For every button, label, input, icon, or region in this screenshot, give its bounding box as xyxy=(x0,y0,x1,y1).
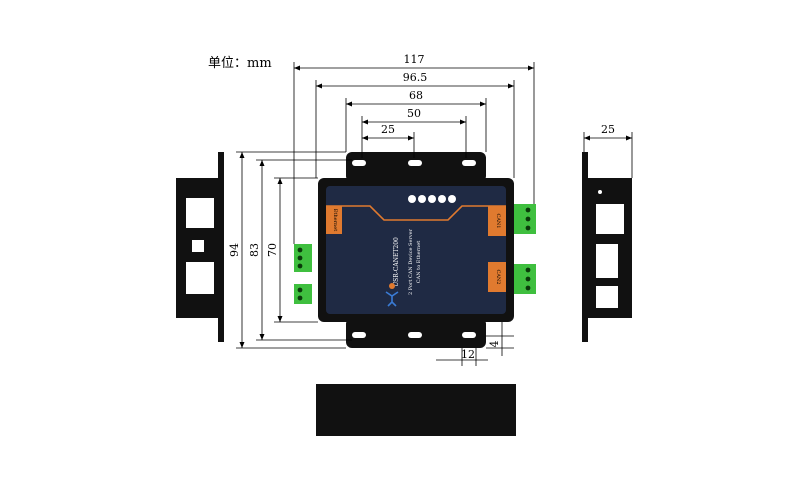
right-port-cutout-3 xyxy=(596,286,618,308)
left-power-terminal xyxy=(294,284,312,304)
terminal-screw xyxy=(525,276,531,282)
right-port-cutout-1 xyxy=(596,204,624,234)
right-dimension-arrows xyxy=(584,135,632,141)
led-indicator xyxy=(438,195,446,203)
dim-117: 117 xyxy=(404,53,425,66)
bottom-view xyxy=(316,384,516,436)
logo-figure-icon xyxy=(385,291,399,307)
left-port-cutout-2 xyxy=(192,240,204,252)
terminal-screw xyxy=(525,207,531,213)
ear-hole xyxy=(462,332,476,338)
led-indicator xyxy=(448,195,456,203)
right-side-view xyxy=(582,152,632,342)
ear-hole xyxy=(408,332,422,338)
led-indicator xyxy=(428,195,436,203)
left-port-cutout-1 xyxy=(186,198,214,228)
unit-label: 单位：mm xyxy=(208,56,272,71)
right-indicator-hole xyxy=(598,190,602,194)
top-dimension-arrows xyxy=(294,65,534,141)
dim-25: 25 xyxy=(381,123,395,136)
can1-label: CAN1 xyxy=(495,214,501,229)
terminal-screw xyxy=(525,225,531,231)
dim-70: 70 xyxy=(266,243,279,257)
device-panel xyxy=(326,186,506,314)
dim-83: 83 xyxy=(248,243,261,257)
led-indicator xyxy=(418,195,426,203)
top-dimension-lines xyxy=(293,62,535,244)
left-side-flange xyxy=(218,152,224,342)
left-dimension-arrows xyxy=(239,152,283,348)
ear-hole xyxy=(352,160,366,166)
model-subtitle-2: CAN to Ethernet xyxy=(416,241,422,283)
led-indicator xyxy=(408,195,416,203)
dim-94: 94 xyxy=(228,243,241,257)
dim-68: 68 xyxy=(409,89,423,102)
can2-badge xyxy=(488,262,506,292)
left-terminal-block xyxy=(294,244,312,272)
right-side-flange xyxy=(582,152,588,342)
left-side-view xyxy=(176,152,224,342)
dim-96-5: 96.5 xyxy=(403,71,428,84)
right-dimension-lines xyxy=(583,132,633,178)
dim-12: 12 xyxy=(461,348,475,361)
can2-label: CAN2 xyxy=(495,270,501,285)
can1-badge xyxy=(488,206,506,236)
right-port-cutout-2 xyxy=(596,244,618,278)
terminal-screw xyxy=(525,285,531,291)
terminal-screw xyxy=(297,287,303,293)
terminal-screw xyxy=(525,267,531,273)
left-dimension-lines xyxy=(236,151,352,349)
ear-hole xyxy=(462,160,476,166)
can1-terminal-block xyxy=(514,204,536,234)
dim-4: 4 xyxy=(488,341,501,348)
ear-hole xyxy=(408,160,422,166)
model-name: USR-CANET200 xyxy=(393,237,400,287)
front-view: Ethernet CAN1 CAN2 USR-CANET200 2 Port C… xyxy=(294,152,536,348)
terminal-screw xyxy=(297,263,303,269)
dim-side-25: 25 xyxy=(601,123,615,136)
terminal-screw xyxy=(297,247,303,253)
terminal-screw xyxy=(525,216,531,222)
panel-accent-line xyxy=(326,205,506,221)
ethernet-port-badge xyxy=(326,206,342,234)
top-mounting-ear xyxy=(346,152,486,182)
terminal-screw xyxy=(297,295,303,301)
ethernet-port-label: Ethernet xyxy=(332,209,338,231)
can2-terminal-block xyxy=(514,264,536,294)
logo-icon xyxy=(389,283,395,289)
ear-hole xyxy=(352,332,366,338)
dim-50: 50 xyxy=(407,107,421,120)
model-subtitle: 2 Port CAN Device Server xyxy=(408,228,414,295)
left-port-cutout-3 xyxy=(186,262,214,294)
bottom-dimension-lines xyxy=(436,322,514,366)
terminal-screw xyxy=(297,255,303,261)
